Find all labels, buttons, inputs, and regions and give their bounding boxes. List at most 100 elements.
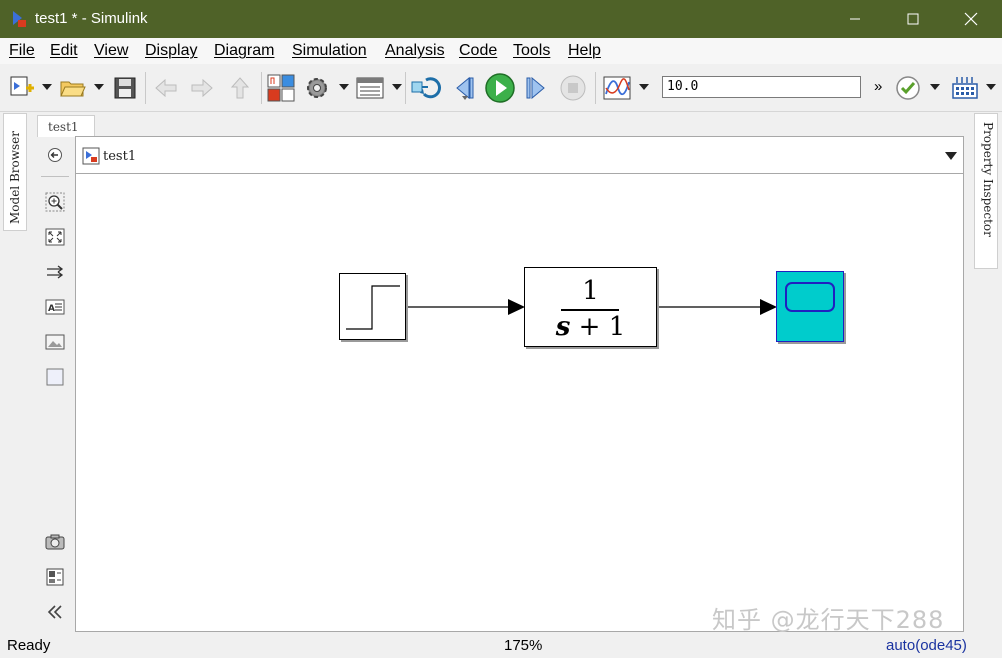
- minimize-button[interactable]: [826, 0, 884, 38]
- library-browser-button[interactable]: [266, 73, 296, 103]
- check-circle-icon: [896, 76, 920, 100]
- update-diagram-button[interactable]: [410, 73, 442, 103]
- image-button[interactable]: [44, 331, 66, 353]
- model-settings-dropdown[interactable]: [339, 84, 349, 90]
- arrow-left-icon: [155, 78, 177, 98]
- gear-icon: [307, 78, 327, 98]
- menu-simulation[interactable]: Simulation: [292, 42, 367, 59]
- menu-view[interactable]: View: [94, 42, 129, 59]
- folder-open-icon: [60, 81, 86, 97]
- editor-palette: A: [36, 138, 74, 632]
- forward-button[interactable]: [188, 73, 216, 103]
- model-tab-test1[interactable]: test1: [37, 115, 95, 137]
- annotation-icon: A: [45, 299, 65, 315]
- diagram-canvas[interactable]: [76, 175, 963, 631]
- zoom-button[interactable]: [44, 191, 66, 213]
- update-diagram-icon: [411, 77, 442, 99]
- solver-link[interactable]: auto(ode45): [886, 637, 967, 654]
- property-inspector-tab[interactable]: Property Inspector: [974, 113, 998, 269]
- scope-screen-icon: [785, 282, 835, 312]
- watermark: 知乎 @龙行天下288: [712, 606, 945, 634]
- signal-plot-icon: [603, 76, 631, 100]
- property-button[interactable]: [44, 566, 66, 588]
- svg-text:A: A: [48, 304, 55, 314]
- run-button[interactable]: [484, 73, 516, 103]
- data-inspector-dropdown[interactable]: [639, 84, 649, 90]
- model-explorer-button[interactable]: [355, 73, 385, 103]
- new-model-button[interactable]: [8, 73, 36, 103]
- window-title: test1 * - Simulink: [35, 10, 148, 27]
- save-icon: [114, 77, 136, 99]
- transfer-fcn-block[interactable]: 1 s + 1: [524, 267, 657, 347]
- step-back-button[interactable]: [451, 73, 479, 103]
- collapse-palette-button[interactable]: [44, 601, 66, 623]
- palette-separator: [41, 176, 69, 177]
- new-model-dropdown[interactable]: [42, 84, 52, 90]
- new-model-icon: [10, 76, 34, 96]
- scope-block[interactable]: [776, 271, 844, 342]
- menu-analysis[interactable]: Analysis: [385, 42, 445, 59]
- menu-help[interactable]: Help: [568, 42, 601, 59]
- model-advisor-dropdown[interactable]: [930, 84, 940, 90]
- status-text: Ready: [7, 637, 51, 654]
- open-model-dropdown[interactable]: [94, 84, 104, 90]
- toolbar-separator: [261, 72, 262, 104]
- tf-denominator: s + 1: [525, 312, 656, 342]
- step-forward-button[interactable]: [522, 73, 550, 103]
- stop-button[interactable]: [559, 73, 587, 103]
- library-browser-icon: [267, 74, 295, 102]
- model-browser-tab[interactable]: Model Browser: [3, 113, 27, 231]
- fit-to-view-button[interactable]: [44, 226, 66, 248]
- menu-display[interactable]: Display: [145, 42, 198, 59]
- maximize-icon: [907, 13, 919, 25]
- zoom-in-icon: [45, 192, 65, 212]
- build-model-button[interactable]: [950, 73, 980, 103]
- toolbar-separator: [405, 72, 406, 104]
- maximize-button[interactable]: [884, 0, 942, 38]
- build-icon: [952, 77, 978, 99]
- model-advisor-button[interactable]: [894, 73, 922, 103]
- menu-tools[interactable]: Tools: [513, 42, 551, 59]
- simulink-app-icon: [13, 11, 26, 27]
- model-explorer-dropdown[interactable]: [392, 84, 402, 90]
- hide-explorer-button[interactable]: [44, 144, 66, 166]
- area-button[interactable]: [44, 366, 66, 388]
- menu-diagram[interactable]: Diagram: [214, 42, 275, 59]
- stop-time-input[interactable]: 10.0: [662, 76, 861, 98]
- step-forward-icon: [526, 76, 545, 100]
- stop-icon: [560, 75, 586, 101]
- toolbar-separator: [145, 72, 146, 104]
- step-back-icon: [456, 76, 474, 100]
- area-icon: [46, 368, 64, 386]
- breadcrumb[interactable]: test1: [103, 149, 137, 164]
- back-button[interactable]: [152, 73, 180, 103]
- tf-fraction-bar: [561, 309, 619, 311]
- route-lines-button[interactable]: [44, 261, 66, 283]
- title-bar: test1 * - Simulink: [0, 0, 1002, 38]
- save-button[interactable]: [111, 73, 139, 103]
- annotation-button[interactable]: A: [44, 296, 66, 318]
- toolbar-separator: [595, 72, 596, 104]
- model-settings-button[interactable]: [303, 73, 331, 103]
- tf-denominator-rest: + 1: [578, 312, 626, 342]
- back-circle-icon: [48, 148, 62, 162]
- build-model-dropdown[interactable]: [986, 84, 996, 90]
- tf-denominator-var: s: [555, 312, 571, 342]
- open-model-button[interactable]: [59, 73, 87, 103]
- screenshot-button[interactable]: [44, 531, 66, 553]
- camera-icon: [45, 534, 65, 550]
- step-block[interactable]: [339, 273, 406, 340]
- simulation-data-inspector-button[interactable]: [602, 73, 632, 103]
- menu-edit[interactable]: Edit: [50, 42, 78, 59]
- menu-file[interactable]: File: [9, 42, 35, 59]
- close-button[interactable]: [942, 0, 1000, 38]
- menu-code[interactable]: Code: [459, 42, 498, 59]
- table-icon: [356, 77, 384, 99]
- property-inspector-label: Property Inspector: [981, 122, 995, 237]
- model-icon: [82, 147, 100, 165]
- breadcrumb-dropdown[interactable]: [945, 152, 957, 160]
- tf-numerator: 1: [582, 276, 599, 306]
- toolbar-overflow-button[interactable]: »: [874, 78, 883, 95]
- up-button[interactable]: [226, 73, 254, 103]
- arrow-up-icon: [230, 77, 250, 99]
